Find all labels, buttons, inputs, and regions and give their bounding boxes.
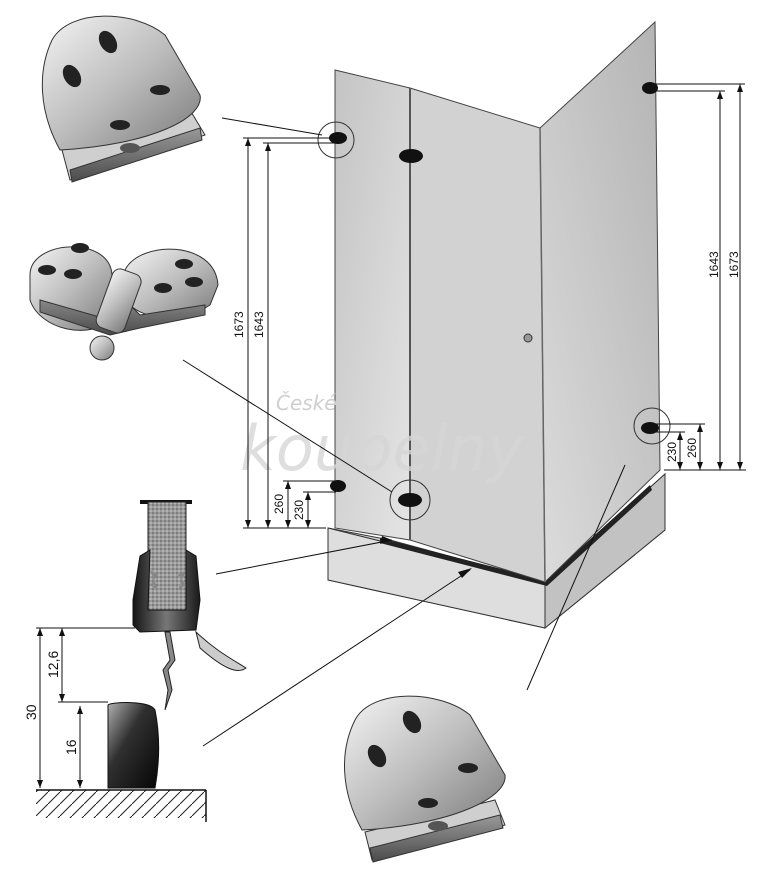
leader-lines xyxy=(182,117,626,747)
seal-total-height-label: 30 xyxy=(23,704,39,720)
glass-hinge-detail xyxy=(29,243,219,361)
right-260-label: 260 xyxy=(685,438,699,458)
left-dimensions xyxy=(243,137,336,529)
arrow-icon xyxy=(380,536,392,544)
watermark: České koupelny xyxy=(240,391,525,485)
watermark-line2: koupelny xyxy=(240,412,525,485)
right-inner-height-label: 1643 xyxy=(707,251,721,278)
left-outer-height-label: 1673 xyxy=(232,311,246,338)
arrow-icon xyxy=(458,568,472,578)
highlight-circle xyxy=(317,121,355,159)
tray-edge-section xyxy=(107,702,160,789)
right-dimensions xyxy=(652,83,746,471)
hinge-markers xyxy=(317,82,671,521)
door-knob-icon xyxy=(523,333,533,343)
seal-lip xyxy=(195,630,247,671)
upper-door-hinge-dot xyxy=(399,149,423,163)
upper-left-hinge-dot xyxy=(329,132,347,144)
left-inner-height-label: 1643 xyxy=(252,311,266,338)
right-230-label: 230 xyxy=(665,442,679,462)
left-230-label: 230 xyxy=(292,500,306,520)
lower-left-hinge-dot xyxy=(330,480,346,492)
shower-tray xyxy=(327,472,666,630)
seal-profile xyxy=(132,549,201,633)
glass-edge-section xyxy=(147,501,187,623)
left-260-label: 260 xyxy=(272,494,286,514)
watermark-line1: České xyxy=(276,391,337,415)
highlight-circle xyxy=(389,479,431,521)
seal-lip-height-label: 12,6 xyxy=(45,651,61,678)
seal-fin xyxy=(162,631,176,711)
highlight-circle xyxy=(633,407,671,445)
lower-right-hinge-dot xyxy=(641,422,659,434)
seal-base-height-label: 16 xyxy=(63,739,79,755)
seal-profile-detail: 30 12,6 16 xyxy=(23,500,247,822)
wall-hinge-detail-top xyxy=(41,15,206,183)
lower-door-hinge-dot xyxy=(398,493,422,507)
right-outer-height-label: 1673 xyxy=(727,251,741,278)
glass-enclosure xyxy=(334,20,661,584)
wall-hinge-detail-bottom xyxy=(344,695,506,863)
floor-hatch xyxy=(36,790,206,818)
